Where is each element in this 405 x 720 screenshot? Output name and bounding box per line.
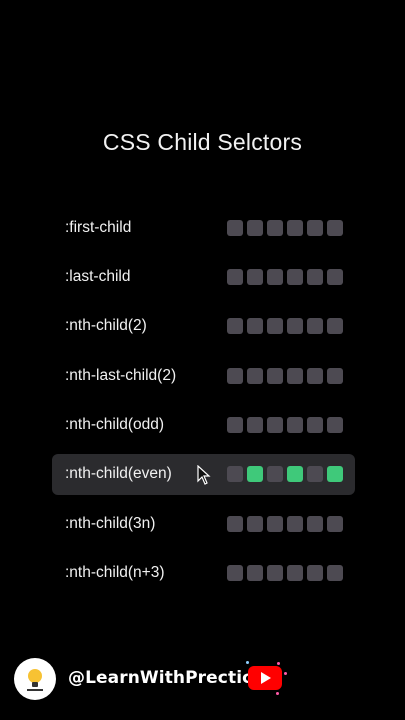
selector-label: :nth-child(even): [65, 465, 172, 483]
child-box: [247, 565, 263, 582]
child-box: [287, 417, 303, 434]
child-box: [327, 367, 343, 384]
sparkle-decoration: [277, 662, 280, 665]
child-box: [247, 318, 263, 335]
sparkle-decoration: [284, 672, 287, 675]
child-boxes: [227, 268, 343, 285]
child-box: [267, 367, 283, 384]
child-box: [307, 318, 323, 335]
child-box-selected: [287, 466, 303, 483]
selector-row[interactable]: :nth-child(even): [52, 453, 355, 495]
child-boxes: [227, 565, 343, 582]
child-box-selected: [327, 466, 343, 483]
page-title: CSS Child Selctors: [102, 129, 303, 155]
child-box: [247, 367, 263, 384]
child-box: [227, 466, 243, 483]
child-box: [247, 417, 263, 434]
child-box: [267, 515, 283, 532]
child-box: [287, 219, 303, 236]
child-box: [227, 219, 243, 236]
child-box: [307, 565, 323, 582]
child-box: [327, 318, 343, 335]
child-box: [287, 268, 303, 285]
selector-label: :nth-child(odd): [65, 416, 165, 434]
selector-row[interactable]: :nth-child(odd): [52, 405, 355, 446]
selector-label: :first-child: [65, 218, 132, 236]
child-box: [267, 565, 283, 582]
sparkle-decoration: [276, 692, 279, 695]
child-box: [307, 466, 323, 483]
selector-row[interactable]: :nth-child(3n): [52, 503, 355, 544]
mouse-pointer-icon: [197, 464, 211, 485]
child-box: [227, 417, 243, 434]
child-box: [247, 268, 263, 285]
child-box: [267, 219, 283, 236]
child-boxes: [227, 219, 343, 236]
child-boxes: [227, 318, 343, 335]
selector-label: :nth-child(n+3): [65, 564, 165, 582]
selector-label: :nth-child(3n): [65, 514, 156, 532]
child-box: [287, 318, 303, 335]
child-boxes: [227, 367, 343, 384]
child-box: [327, 515, 343, 532]
selector-row[interactable]: :last-child: [52, 256, 355, 297]
lightbulb-logo-icon[interactable]: [14, 658, 56, 700]
child-box: [307, 515, 323, 532]
child-box: [227, 268, 243, 285]
child-box: [227, 367, 243, 384]
selector-row[interactable]: :nth-child(2): [52, 306, 355, 347]
child-box: [287, 515, 303, 532]
child-boxes: [227, 515, 343, 532]
selector-label: :nth-child(2): [65, 317, 147, 335]
child-box: [327, 565, 343, 582]
child-box-selected: [247, 466, 263, 483]
selector-row[interactable]: :nth-last-child(2): [52, 355, 355, 396]
child-box: [327, 417, 343, 434]
child-box: [287, 367, 303, 384]
child-boxes: [227, 466, 343, 483]
child-box: [287, 565, 303, 582]
child-box: [227, 565, 243, 582]
footer: @LearnWithPrectical: [0, 658, 405, 702]
sparkle-decoration: [246, 661, 249, 664]
child-box: [307, 367, 323, 384]
child-box: [307, 417, 323, 434]
child-box: [267, 268, 283, 285]
selector-row[interactable]: :first-child: [52, 207, 355, 248]
selector-label: :last-child: [65, 267, 131, 285]
selector-label: :nth-last-child(2): [65, 366, 177, 384]
child-box: [307, 268, 323, 285]
child-box: [327, 268, 343, 285]
child-box: [247, 219, 263, 236]
channel-handle[interactable]: @LearnWithPrectical: [68, 668, 270, 688]
child-box: [267, 466, 283, 483]
child-box: [327, 219, 343, 236]
child-box: [227, 318, 243, 335]
selector-list: :first-child :last-child :nth-child(2) :nth…: [52, 207, 355, 602]
child-box: [267, 417, 283, 434]
child-box: [267, 318, 283, 335]
selector-row[interactable]: :nth-child(n+3): [52, 553, 355, 594]
youtube-play-icon[interactable]: [248, 666, 282, 690]
child-box: [307, 219, 323, 236]
child-box: [227, 515, 243, 532]
child-boxes: [227, 417, 343, 434]
child-box: [247, 515, 263, 532]
